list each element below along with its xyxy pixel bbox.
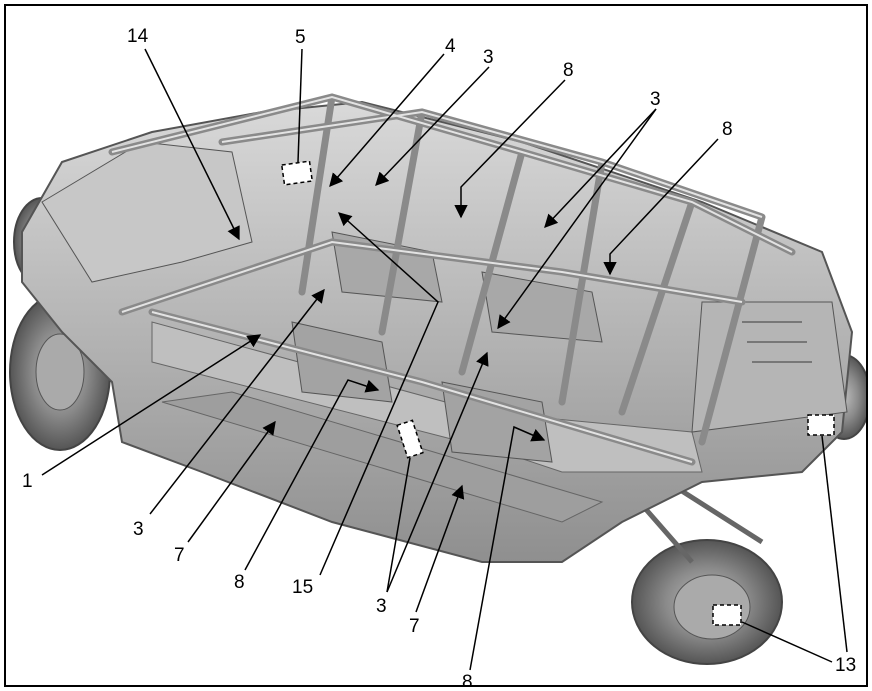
callout-3: 3: [650, 89, 661, 110]
label-box-13-wheel: [713, 605, 741, 625]
callout-7: 7: [409, 616, 420, 637]
callout-5: 5: [295, 27, 306, 48]
diagram-frame: 14 5 4 3 8 3 8 1 3 7 8 15 3 7 8 13: [4, 4, 868, 687]
callout-8: 8: [722, 119, 733, 140]
callout-15: 15: [292, 577, 313, 598]
leader-13-1: [822, 436, 847, 652]
vehicle-illustration: [10, 97, 868, 664]
callout-14: 14: [127, 26, 149, 47]
callout-8: 8: [234, 572, 245, 593]
callout-7: 7: [174, 545, 185, 566]
callout-4: 4: [445, 36, 456, 57]
callout-1: 1: [22, 471, 33, 492]
vehicle-diagram: 14 5 4 3 8 3 8 1 3 7 8 15 3 7 8 13: [6, 6, 868, 687]
callout-8: 8: [563, 60, 574, 81]
callout-3: 3: [376, 596, 387, 617]
label-box-5: [282, 161, 313, 185]
callout-8: 8: [462, 672, 473, 687]
label-box-13-rear: [808, 415, 834, 435]
callout-3: 3: [133, 519, 144, 540]
callout-13: 13: [835, 655, 856, 676]
callout-3: 3: [483, 47, 494, 68]
